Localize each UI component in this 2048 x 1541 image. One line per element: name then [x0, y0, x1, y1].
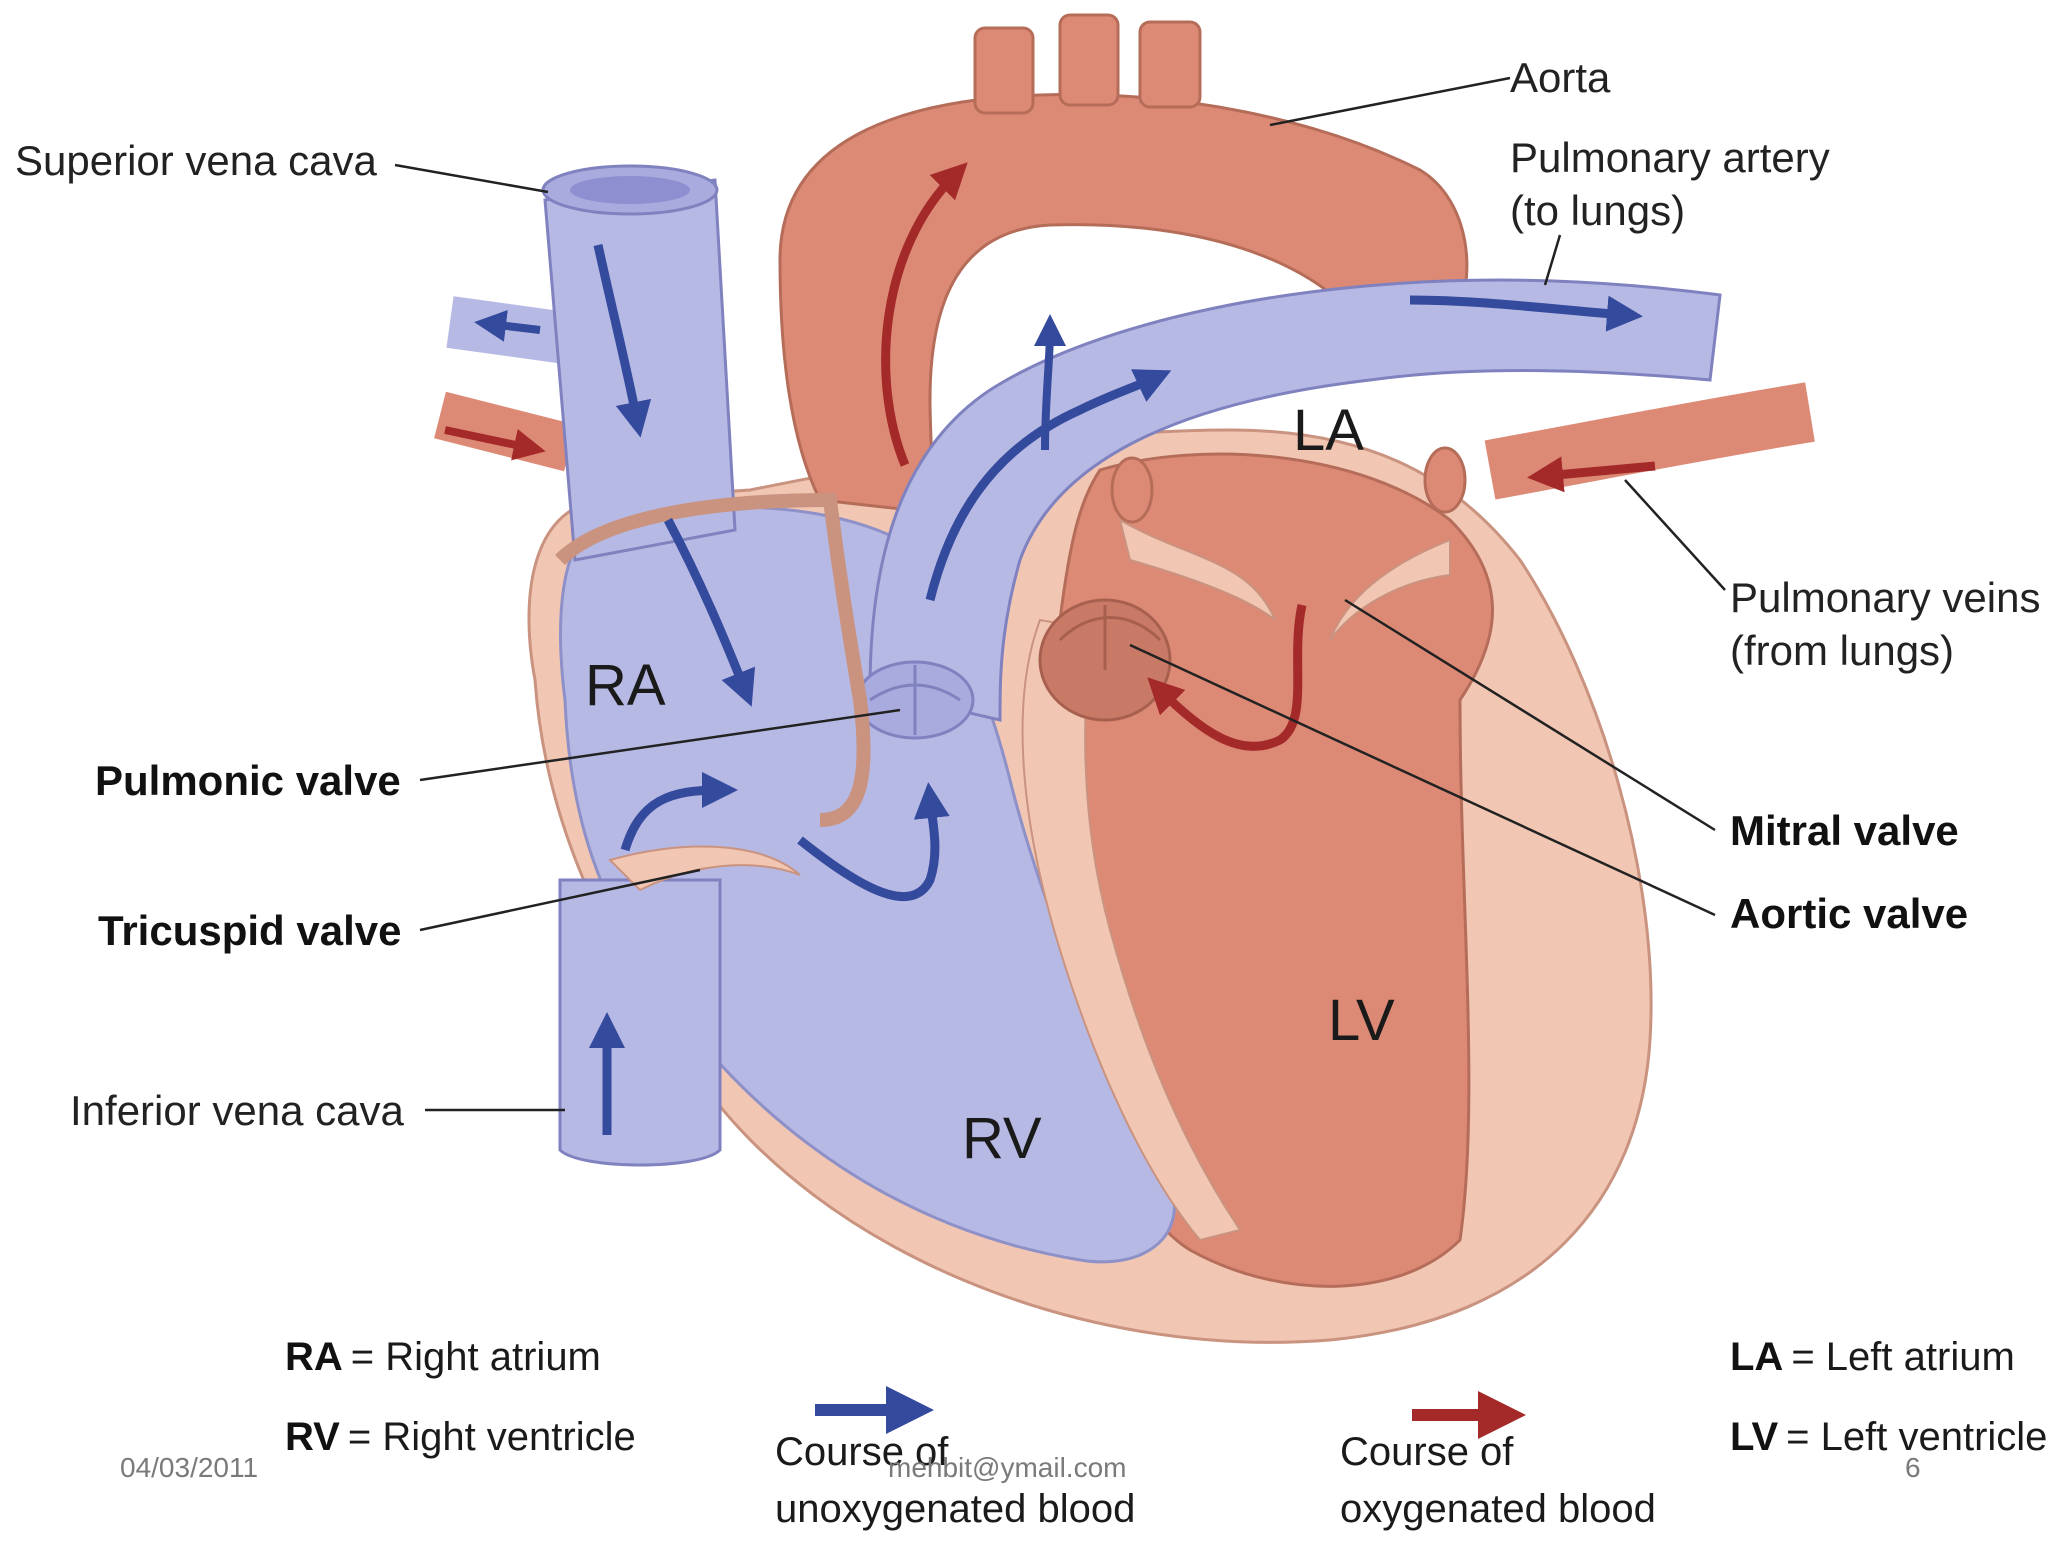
legend-ra: RA= Right atrium — [285, 1335, 601, 1379]
chamber-rv: RV — [962, 1106, 1042, 1171]
legend-blue-line1: Course of — [775, 1430, 949, 1474]
superior-vena-cava — [541, 164, 737, 562]
deoxygenated-flow-arrows — [589, 244, 1643, 1135]
label-pulmonary-veins: Pulmonary veins — [1730, 574, 2040, 621]
ra-rv-border — [555, 492, 871, 827]
chamber-lv: LV — [1328, 988, 1395, 1053]
legend: RA= Right atrium RV= Right ventricle LA=… — [285, 1335, 2047, 1531]
footer-email: mehbit@ymail.com — [888, 1452, 1126, 1483]
leader-lines — [394, 76, 1726, 1112]
oxygenated-flow-arrows — [881, 162, 1307, 751]
label-inferior-vena-cava: Inferior vena cava — [70, 1087, 404, 1134]
septum — [1021, 618, 1242, 1242]
pulmonic-valve-shape — [855, 660, 975, 740]
label-tricuspid-valve: Tricuspid valve — [98, 907, 401, 954]
label-pulmonary-artery-sub: (to lungs) — [1510, 187, 1685, 234]
inferior-vena-cava — [558, 878, 722, 1167]
legend-red-line1: Course of — [1340, 1430, 1514, 1474]
chamber-ra: RA — [585, 653, 666, 718]
legend-rv: RV= Right ventricle — [285, 1415, 636, 1459]
legend-lv: LV= Left ventricle — [1730, 1415, 2047, 1459]
label-pulmonary-veins-sub: (from lungs) — [1730, 627, 1954, 674]
label-aortic-valve: Aortic valve — [1730, 890, 1968, 937]
legend-la: LA= Left atrium — [1730, 1335, 2015, 1379]
label-aorta: Aorta — [1510, 54, 1611, 101]
label-pulmonic-valve: Pulmonic valve — [95, 757, 401, 804]
pulmonary-artery — [868, 278, 1722, 722]
pulmonary-vein-opening-right — [1423, 446, 1467, 514]
label-superior-vena-cava: Superior vena cava — [15, 137, 378, 184]
legend-red-line2: oxygenated blood — [1340, 1487, 1656, 1531]
pulmonary-veins-left — [434, 391, 576, 472]
pulmonary-veins-right — [1484, 382, 1815, 500]
label-mitral-valve: Mitral valve — [1730, 807, 1959, 854]
pulmonary-vein-opening-left — [1110, 456, 1154, 524]
footer-page-number: 6 — [1905, 1452, 1921, 1483]
legend-blue-line2: unoxygenated blood — [775, 1487, 1135, 1531]
mitral-valve-leaflet-2 — [1329, 538, 1451, 641]
label-pulmonary-artery: Pulmonary artery — [1510, 134, 1830, 181]
aortic-valve-shape — [1038, 598, 1172, 722]
footer-date: 04/03/2011 — [120, 1452, 258, 1483]
aortic-branches — [973, 13, 1202, 115]
mitral-valve-leaflet-1 — [1118, 517, 1276, 621]
chamber-la: LA — [1293, 398, 1364, 463]
